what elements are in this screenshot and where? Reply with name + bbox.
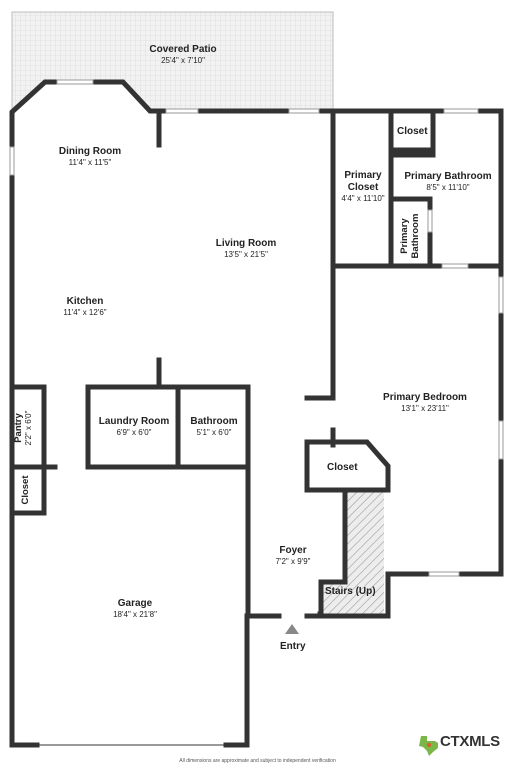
laundry-room-dim: 6'9" x 6'0" — [116, 428, 152, 437]
label-primary-bathroom: Primary Bathroom 8'5" x 11'10" — [396, 171, 500, 193]
label-living-room: Living Room 13'5" x 21'5" — [186, 238, 306, 260]
label-primary-bathroom-small: Primary Bathroom — [399, 206, 423, 266]
covered-patio-dim: 25'4" x 7'10" — [161, 56, 205, 65]
bathroom-dim: 5'1" x 6'0" — [196, 428, 232, 437]
pantry-dim: 2'2" x 6'0" — [24, 410, 33, 446]
garage-dim: 18'4" x 21'8" — [113, 610, 157, 619]
entry-arrow-icon — [285, 624, 299, 634]
label-pantry: Pantry 2'2" x 6'0" — [13, 398, 35, 458]
primary-closet-dim: 4'4" x 11'10" — [341, 194, 385, 203]
label-bathroom: Bathroom 5'1" x 6'0" — [180, 416, 248, 438]
primary-bedroom-name: Primary Bedroom — [383, 392, 467, 403]
bathroom-name: Bathroom — [190, 416, 238, 427]
label-foyer: Foyer 7'2" x 9'9" — [253, 545, 333, 567]
dining-room-name: Dining Room — [58, 146, 122, 157]
windows — [9, 79, 504, 577]
living-room-name: Living Room — [215, 238, 277, 249]
texas-state-icon — [419, 736, 438, 756]
primary-bathroom-name: Primary Bathroom — [404, 171, 492, 182]
label-closet-left: Closet — [20, 468, 32, 512]
label-primary-closet: Primary Closet 4'4" x 11'10" — [335, 170, 391, 204]
primary-bedroom-dim: 13'1" x 23'11" — [401, 404, 449, 413]
foyer-dim: 7'2" x 9'9" — [275, 557, 311, 566]
kitchen-dim: 11'4" x 12'6" — [63, 308, 107, 317]
foyer-name: Foyer — [279, 545, 307, 556]
label-primary-bedroom: Primary Bedroom 13'1" x 23'11" — [365, 392, 485, 414]
living-room-dim: 13'5" x 21'5" — [224, 250, 268, 259]
primary-bathroom-small-name-2: Bathroom — [410, 213, 421, 259]
entry-label: Entry — [280, 641, 306, 652]
closet-top-label: Closet — [397, 126, 428, 137]
label-dining-room: Dining Room 11'4" x 11'5" — [35, 146, 145, 168]
disclaimer-text: All dimensions are approximate and subje… — [179, 758, 336, 764]
logo-text: CTXMLS — [440, 733, 500, 750]
label-kitchen: Kitchen 11'4" x 12'6" — [30, 296, 140, 318]
primary-bathroom-dim: 8'5" x 11'10" — [426, 183, 470, 192]
label-covered-patio: Covered Patio 25'4" x 7'10" — [123, 44, 243, 66]
closet-foyer-label: Closet — [327, 462, 358, 473]
kitchen-name: Kitchen — [66, 296, 104, 307]
dining-room-dim: 11'4" x 11'5" — [68, 158, 112, 167]
pantry-name: Pantry — [13, 413, 24, 443]
stairs-label: Stairs (Up) — [325, 586, 376, 597]
primary-closet-name-1: Primary — [344, 170, 382, 181]
garage-name: Garage — [117, 598, 153, 609]
closet-left-name: Closet — [20, 475, 31, 505]
primary-bathroom-small-name-1: Primary — [399, 218, 410, 254]
label-garage: Garage 18'4" x 21'8" — [75, 598, 195, 620]
primary-closet-name-2: Closet — [347, 182, 379, 193]
covered-patio-name: Covered Patio — [149, 44, 217, 55]
label-laundry-room: Laundry Room 6'9" x 6'0" — [90, 416, 178, 438]
ctxmls-logo: CTXMLS — [418, 733, 500, 750]
laundry-room-name: Laundry Room — [98, 416, 170, 427]
